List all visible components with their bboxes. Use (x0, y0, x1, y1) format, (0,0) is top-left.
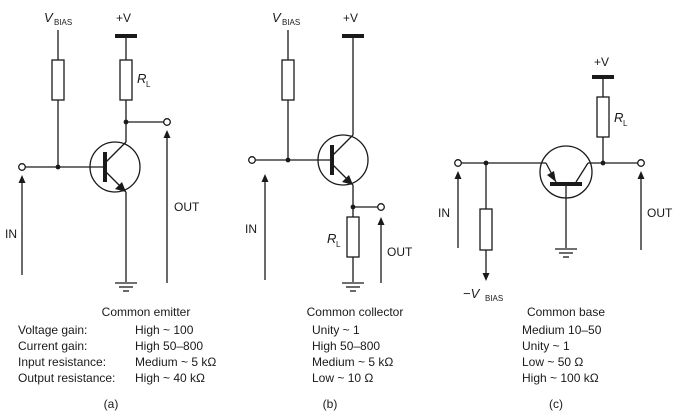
ce-input-resistance: Medium ~ 5 kΩ (135, 355, 216, 369)
input-arrow-b (261, 174, 269, 182)
input-label-b: IN (245, 222, 257, 236)
values-common-collector: Unity ~ 1 High 50–800 Medium ~ 5 kΩ Low … (312, 323, 393, 385)
property-labels: Voltage gain: Current gain: Input resist… (18, 323, 115, 385)
cc-voltage-gain: Unity ~ 1 (312, 323, 360, 337)
label-input-resistance: Input resistance: (18, 355, 106, 369)
ce-output-resistance: High ~ 40 kΩ (135, 371, 205, 385)
output-arrow-a (163, 130, 171, 138)
output-label-b: OUT (387, 245, 413, 259)
caption-c: (c) (549, 397, 563, 411)
output-arrow-b (377, 217, 385, 225)
bias-resistor-c (479, 208, 493, 251)
cc-output-resistance: Low ~ 10 Ω (312, 371, 373, 385)
output-label-c: OUT (647, 206, 673, 220)
title-common-emitter: Common emitter (102, 305, 191, 319)
vbias-label-b-main: V (272, 10, 282, 25)
rl-label-c-sub: L (623, 119, 628, 128)
label-current-gain: Current gain: (18, 339, 87, 353)
rl-label-a-main: R (137, 71, 146, 86)
collector-resistor-c (596, 96, 610, 138)
output-terminal-b (377, 203, 385, 211)
supply-label-b: +V (343, 11, 358, 25)
rl-label-b-sub: L (336, 240, 341, 249)
ce-voltage-gain: High ~ 100 (135, 323, 194, 337)
output-terminal-c (637, 159, 645, 167)
title-common-base: Common base (527, 305, 605, 319)
vbias-label-a-sub: BIAS (54, 18, 72, 27)
rl-label-c-main: R (614, 110, 623, 125)
supply-label-a: +V (116, 11, 131, 25)
rl-label-a-sub: L (146, 80, 151, 89)
label-voltage-gain: Voltage gain: (18, 323, 87, 337)
title-common-collector: Common collector (307, 305, 404, 319)
cb-voltage-gain: Medium 10–50 (522, 323, 602, 337)
cb-input-resistance: Low ~ 50 Ω (522, 355, 583, 369)
bias-resistor-a (51, 59, 65, 101)
supply-label-c: +V (594, 55, 609, 69)
cb-output-resistance: High ~ 100 kΩ (522, 371, 599, 385)
cc-current-gain: High 50–800 (312, 339, 380, 353)
output-label-a: OUT (174, 200, 200, 214)
cb-current-gain: Unity ~ 1 (522, 339, 570, 353)
ce-current-gain: High 50–800 (135, 339, 203, 353)
circuit-common-base: +V R L −V BIAS IN (438, 55, 673, 303)
input-terminal-c (454, 159, 462, 167)
output-arrow-c (637, 171, 645, 179)
values-common-emitter: High ~ 100 High 50–800 Medium ~ 5 kΩ Hig… (135, 323, 216, 385)
output-terminal-a (163, 118, 171, 126)
emitter-resistor-b (346, 216, 360, 258)
ground-symbol-b (342, 282, 364, 292)
input-terminal-a (18, 163, 26, 171)
values-common-base: Medium 10–50 Unity ~ 1 Low ~ 50 Ω High ~… (522, 323, 602, 385)
vbias-label-b-sub: BIAS (282, 18, 300, 27)
vbias-label-c-sub: BIAS (485, 294, 503, 303)
input-label-c: IN (438, 206, 450, 220)
caption-a: (a) (104, 397, 119, 411)
ground-symbol-a (115, 282, 137, 292)
input-arrow-c (454, 171, 462, 179)
ground-symbol-c (555, 248, 577, 258)
input-label-a: IN (5, 227, 17, 241)
circuit-common-collector: V BIAS +V R L IN (245, 10, 413, 292)
caption-b: (b) (323, 397, 338, 411)
cc-input-resistance: Medium ~ 5 kΩ (312, 355, 393, 369)
emitter-arrow-c (547, 171, 556, 182)
collector-resistor-a (119, 59, 133, 101)
input-arrow-a (18, 175, 26, 183)
bias-resistor-b (281, 59, 295, 101)
circuit-common-emitter: V BIAS +V R L (5, 10, 200, 292)
bias-arrow-c (482, 273, 490, 281)
emitter-arrow-b (342, 175, 353, 185)
vbias-label-a-main: V (44, 10, 54, 25)
label-output-resistance: Output resistance: (18, 371, 115, 385)
vbias-label-c-main: −V (463, 286, 481, 301)
rl-label-b-main: R (327, 231, 336, 246)
emitter-arrow-a (115, 182, 126, 192)
input-terminal-b (248, 156, 256, 164)
